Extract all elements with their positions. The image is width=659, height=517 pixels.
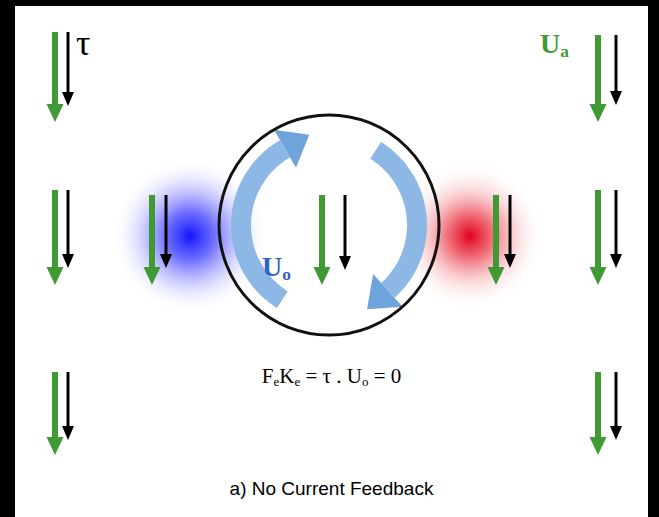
current-arrows (241, 130, 417, 309)
wind-vector (52, 32, 58, 106)
stress-vector (509, 195, 512, 256)
frame-edge (0, 0, 659, 6)
stress-vector-head (62, 426, 74, 440)
eddy-outline (219, 115, 439, 335)
stress-vector (67, 32, 70, 94)
wind-vector (493, 195, 499, 269)
wind-vector-head (144, 267, 161, 285)
stress-vector-head (610, 426, 622, 440)
stress-vector (615, 190, 618, 256)
wind-vector-head (47, 267, 64, 285)
stress-vector (165, 195, 168, 256)
frame-edge (648, 0, 659, 517)
wind-vector (52, 372, 58, 439)
stress-vector (67, 372, 70, 428)
stress-vector (615, 35, 618, 93)
stress-vector-head (504, 254, 516, 268)
wind-vector-head (314, 267, 331, 285)
wind-vector (595, 372, 601, 439)
panel-caption: a) No Current Feedback (230, 478, 434, 500)
wind-vector (149, 195, 155, 269)
stress-symbol: τ (76, 22, 90, 64)
stress-vector (615, 372, 618, 428)
eddy-circle: Uo (217, 113, 441, 337)
wind-symbol: Ua (540, 28, 569, 60)
wind-vector (319, 195, 325, 269)
wind-vector (52, 190, 58, 269)
wind-vector-head (47, 437, 64, 455)
wind-vector-head (488, 267, 505, 285)
current-arrowhead (367, 274, 403, 309)
wind-vector-head (47, 104, 64, 122)
stress-vector-head (62, 92, 74, 106)
stress-vector-head (339, 256, 351, 270)
stress-vector-head (62, 254, 74, 268)
current-arrowhead (274, 130, 309, 168)
equation: FeKe = τ . Uo = 0 (262, 364, 402, 389)
stress-vector-head (610, 91, 622, 105)
frame-edge (0, 0, 15, 517)
stress-vector-head (160, 254, 172, 268)
wind-arrows (47, 32, 623, 455)
current-arc (241, 149, 285, 300)
wind-vector-head (590, 267, 607, 285)
wind-vector-head (590, 104, 607, 122)
circle-outline (217, 113, 441, 337)
wind-vector (595, 35, 601, 106)
stress-vector (344, 195, 347, 258)
current-arc (376, 150, 417, 290)
wind-vector-head (590, 437, 607, 455)
current-symbol: Uo (262, 251, 291, 283)
stress-vector-head (610, 254, 622, 268)
stress-vector (67, 190, 70, 256)
wind-vector (595, 190, 601, 269)
